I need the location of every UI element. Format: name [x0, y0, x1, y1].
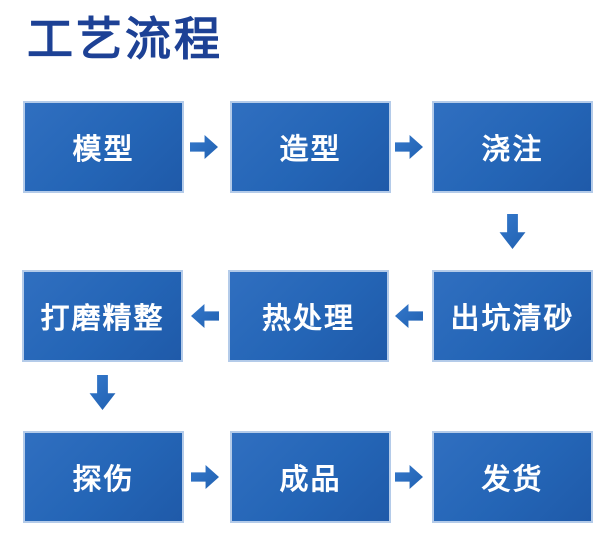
step-finished-product-label: 成品	[279, 464, 342, 496]
step-pit-sand-cleaning-label: 出坑清砂	[450, 303, 575, 335]
step-molding: 造型	[230, 101, 391, 193]
step-shipping: 发货	[432, 431, 593, 523]
arrow-down-icon	[89, 375, 116, 410]
arrow-right-icon	[190, 135, 218, 159]
arrow-right-icon	[395, 135, 423, 159]
step-heat-treatment-label: 热处理	[261, 303, 355, 335]
page-title: 工艺流程	[27, 13, 223, 65]
arrow-right-icon	[395, 465, 423, 489]
step-pouring-label: 浇注	[481, 134, 544, 166]
step-heat-treatment: 热处理	[228, 270, 389, 362]
step-shipping-label: 发货	[481, 464, 544, 496]
arrow-left-icon	[191, 304, 219, 328]
arrow-left-icon	[395, 304, 423, 328]
step-grinding-finishing: 打磨精整	[22, 270, 183, 362]
step-finished-product: 成品	[230, 431, 391, 523]
step-pit-sand-cleaning: 出坑清砂	[432, 270, 593, 362]
step-grinding-finishing-label: 打磨精整	[40, 303, 165, 335]
step-molding-label: 造型	[279, 134, 342, 166]
arrow-down-icon	[499, 214, 526, 249]
step-flaw-detection-label: 探伤	[72, 464, 135, 496]
step-pouring: 浇注	[432, 101, 593, 193]
arrow-right-icon	[191, 465, 219, 489]
step-flaw-detection: 探伤	[23, 431, 184, 523]
step-model-label: 模型	[72, 134, 135, 166]
step-model: 模型	[23, 101, 184, 193]
